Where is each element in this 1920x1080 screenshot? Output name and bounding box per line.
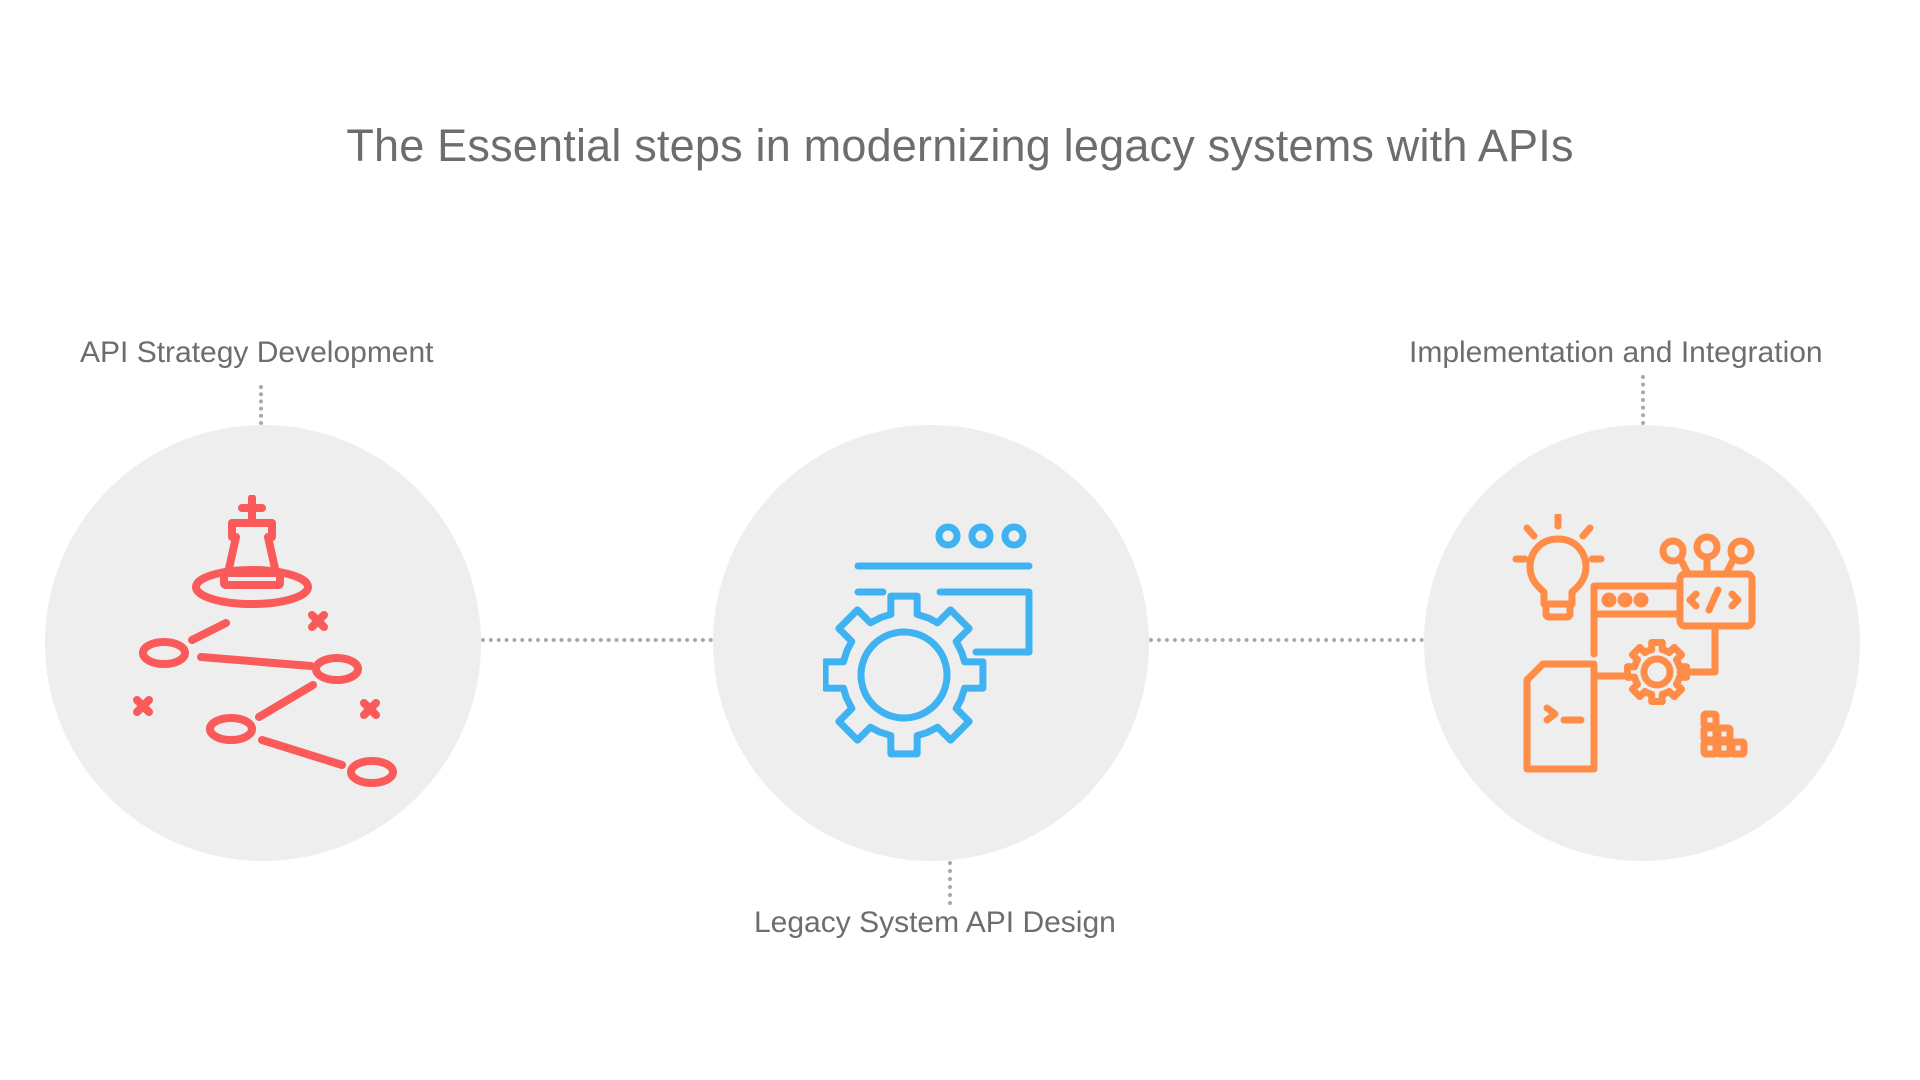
chess-strategy-icon [133,495,397,787]
label-connector-1 [259,385,263,425]
small-gear-icon [1624,639,1690,705]
code-integration-icon [1512,514,1756,773]
step-circle-strategy [45,425,481,861]
connector-line-1-2 [481,638,713,642]
connector-line-2-3 [1149,638,1424,642]
gear-window-icon [823,523,1033,758]
step-label-implementation: Implementation and Integration [1409,336,1823,369]
step-label-design: Legacy System API Design [754,906,1116,939]
label-connector-3 [1641,375,1645,425]
step-label-strategy: API Strategy Development [80,336,434,369]
step-circle-implementation [1424,425,1860,861]
gear-icon [823,592,987,758]
label-connector-2 [948,861,952,905]
diagram-title: The Essential steps in modernizing legac… [346,120,1574,171]
